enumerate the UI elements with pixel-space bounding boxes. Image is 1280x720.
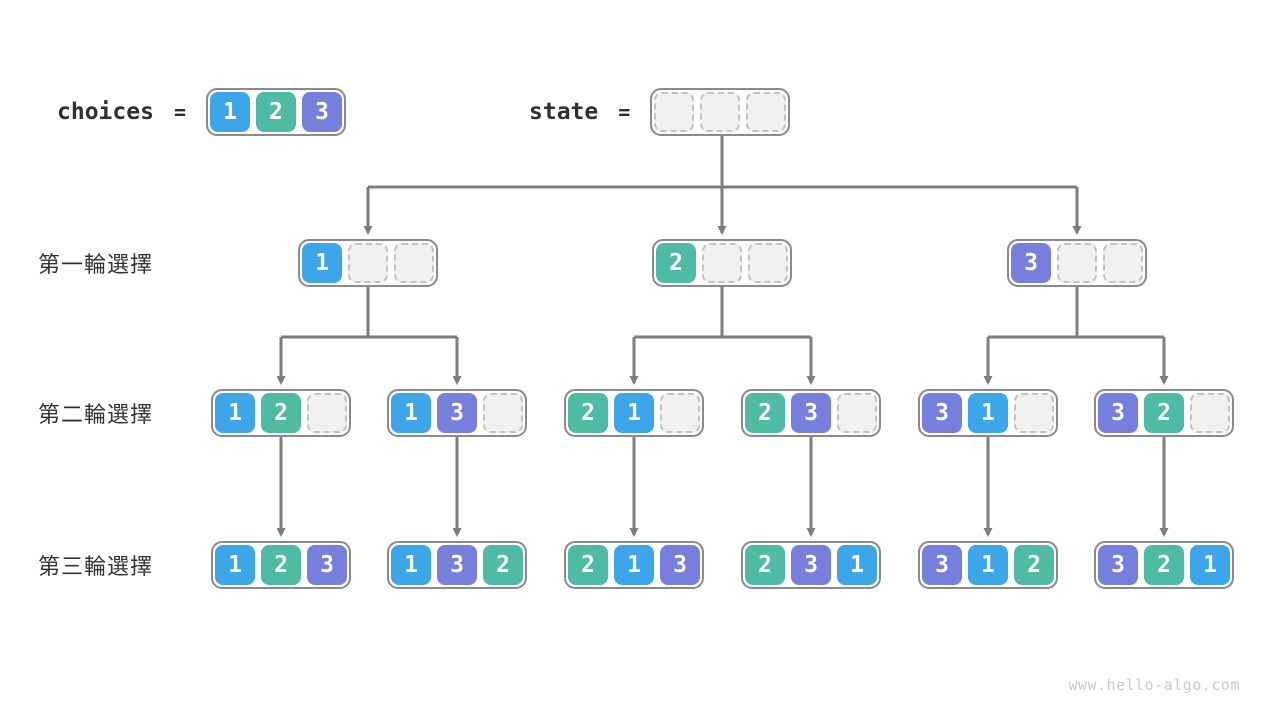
state-array-box: [650, 88, 791, 136]
array-cell: 1: [391, 393, 431, 433]
array-cell: 1: [391, 545, 431, 585]
array-cell: 2: [1144, 393, 1184, 433]
array-cell: 1: [837, 545, 877, 585]
array-cell-empty: [1103, 243, 1143, 283]
array-cell-empty: [307, 393, 347, 433]
row-label-round-1: 第一輪選擇: [38, 253, 154, 278]
array-cell-empty: [1014, 393, 1054, 433]
array-cell: 2: [1144, 545, 1184, 585]
array-cell-empty: [746, 92, 787, 132]
array-cell-empty: [660, 393, 700, 433]
array-cell-empty: [1057, 243, 1097, 283]
array-cell: 3: [922, 545, 962, 585]
array-cell: 1: [302, 243, 342, 283]
array-cell-empty: [837, 393, 877, 433]
array-cell-empty: [394, 243, 434, 283]
array-cell: 1: [215, 393, 255, 433]
array-cell: 1: [614, 393, 654, 433]
array-cell: 3: [1011, 243, 1051, 283]
array-cell: 2: [255, 92, 296, 132]
state-legend: state =: [529, 88, 791, 136]
array-cell: 3: [1098, 545, 1138, 585]
array-cell: 1: [215, 545, 255, 585]
array-cell: 2: [568, 393, 608, 433]
array-cell: 3: [660, 545, 700, 585]
array-cell-empty: [748, 243, 788, 283]
state-equals-sign: =: [618, 100, 631, 124]
array-cell: 3: [791, 545, 831, 585]
array-cell: 2: [483, 545, 523, 585]
array-cell: 2: [568, 545, 608, 585]
row-label-round-2: 第二輪選擇: [38, 403, 154, 428]
tree-node-l1-0-box: 1: [298, 239, 438, 287]
state-array: [650, 88, 791, 136]
array-cell: 3: [307, 545, 347, 585]
row-label-round-3: 第三輪選擇: [38, 555, 154, 580]
tree-node-l1-1-box: 2: [652, 239, 792, 287]
array-cell: 2: [261, 393, 301, 433]
watermark: www.hello-algo.com: [1068, 676, 1240, 694]
array-cell: 1: [968, 393, 1008, 433]
array-cell-empty: [702, 243, 742, 283]
array-cell: 2: [656, 243, 696, 283]
choices-label: choices: [57, 99, 154, 125]
array-cell: 2: [261, 545, 301, 585]
array-cell-empty: [654, 92, 695, 132]
choices-equals-sign: =: [173, 100, 186, 124]
tree-node-l1-0: 1: [298, 239, 438, 287]
array-cell: 1: [968, 545, 1008, 585]
state-label: state: [529, 99, 599, 125]
array-cell: 3: [922, 393, 962, 433]
array-cell: 2: [745, 545, 785, 585]
array-cell-empty: [483, 393, 523, 433]
array-cell: 2: [1014, 545, 1054, 585]
array-cell: 1: [614, 545, 654, 585]
array-cell-empty: [1190, 393, 1230, 433]
array-cell: 3: [301, 92, 342, 132]
array-cell: 3: [1098, 393, 1138, 433]
array-cell-empty: [700, 92, 741, 132]
array-cell: 1: [1190, 545, 1230, 585]
array-cell: 3: [437, 393, 477, 433]
tree-node-l1-2-box: 3: [1007, 239, 1147, 287]
tree-node-l1-2: 3: [1007, 239, 1147, 287]
array-cell: 3: [791, 393, 831, 433]
array-cell: 2: [745, 393, 785, 433]
array-cell-empty: [348, 243, 388, 283]
array-cell: 1: [209, 92, 250, 132]
tree-node-l1-1: 2: [652, 239, 792, 287]
array-cell: 3: [437, 545, 477, 585]
